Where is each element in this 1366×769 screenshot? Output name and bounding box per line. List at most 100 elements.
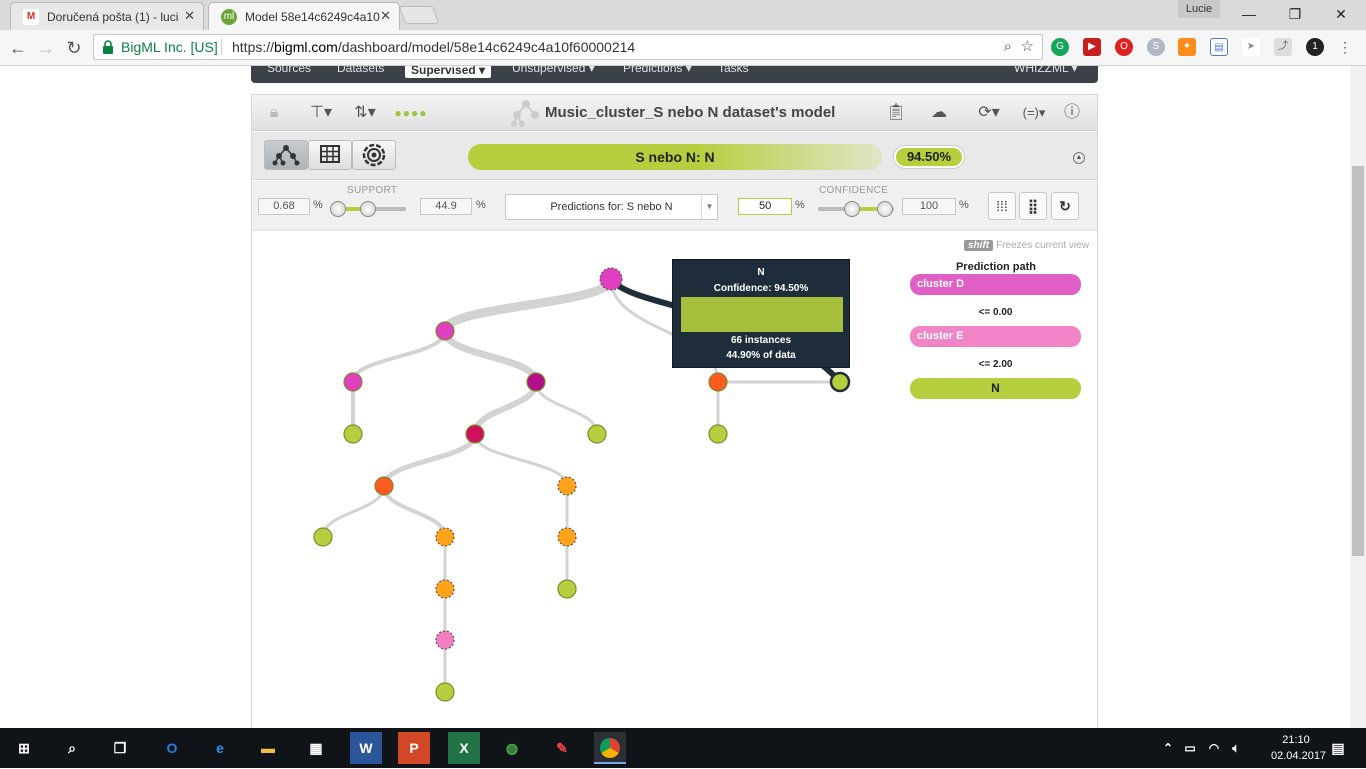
scrollbar-thumb[interactable]: [1352, 166, 1364, 556]
model-title: Music_cluster_S nebo N dataset's model: [545, 104, 836, 121]
file-explorer-icon[interactable]: ▬: [261, 740, 275, 756]
tree-node[interactable]: [435, 527, 455, 547]
reset-button[interactable]: ↻: [1051, 192, 1079, 220]
grammarly-icon[interactable]: G: [1051, 38, 1069, 56]
close-icon[interactable]: ✕: [380, 8, 391, 23]
reload-icon[interactable]: ↻: [66, 38, 82, 58]
nav-supervised[interactable]: Supervised ▾: [405, 66, 492, 78]
forward-arrow-icon[interactable]: →: [37, 38, 55, 58]
sort-icon[interactable]: ⇅▾: [354, 104, 376, 121]
cloud-download-icon[interactable]: ☁︎: [931, 104, 947, 121]
lock-icon[interactable]: 🔒︎: [269, 104, 279, 121]
evaluate-icon[interactable]: (=)▾: [1022, 105, 1046, 120]
zoom-icon[interactable]: ⌕: [1003, 38, 1012, 55]
tree-node[interactable]: [587, 424, 607, 444]
path-step-cluster-e[interactable]: cluster E: [910, 326, 1081, 347]
minimize-icon[interactable]: —: [1242, 6, 1256, 22]
node-layout-button[interactable]: ⁞⁞⁞: [988, 192, 1016, 220]
nav-tasks[interactable]: Tasks: [718, 66, 749, 75]
docs-icon[interactable]: ▤: [1210, 38, 1228, 56]
tree-node[interactable]: [374, 476, 394, 496]
search-icon[interactable]: ⌕: [68, 740, 76, 756]
more-dots-icon[interactable]: ●●●●: [394, 106, 428, 120]
window-close-icon[interactable]: ✕: [1335, 6, 1347, 22]
word-icon[interactable]: W: [350, 732, 382, 764]
confidence-min-handle[interactable]: [844, 201, 860, 217]
nav-whizzml[interactable]: WHIZZML ▾: [1014, 66, 1078, 75]
nav-predictions[interactable]: Predictions ▾: [623, 66, 692, 75]
tree-node[interactable]: [435, 630, 455, 650]
path-step-cluster-d[interactable]: cluster D: [910, 274, 1081, 295]
profile-badge[interactable]: Lucie: [1178, 0, 1220, 18]
predictions-for-select[interactable]: Predictions for: S nebo N▼: [505, 194, 718, 220]
tree-node[interactable]: [343, 424, 363, 444]
confidence-min-input[interactable]: 50: [738, 198, 792, 215]
restore-icon[interactable]: ❐: [1288, 6, 1302, 22]
chrome-icon[interactable]: [594, 732, 626, 764]
tree-layout-icon[interactable]: ⊤▾: [310, 104, 332, 121]
support-min-input[interactable]: 0.68: [258, 198, 310, 215]
table-view-button[interactable]: [308, 140, 352, 170]
tree-node[interactable]: [829, 371, 851, 393]
edge-icon[interactable]: e: [216, 740, 224, 756]
tree-node[interactable]: [557, 476, 577, 496]
confidence-max-input[interactable]: 100: [902, 198, 956, 215]
confidence-max-handle[interactable]: [877, 201, 893, 217]
notification-icon[interactable]: 1: [1306, 38, 1324, 56]
battery-icon[interactable]: ▭: [1184, 741, 1196, 755]
tree-node[interactable]: [465, 424, 485, 444]
support-max-handle[interactable]: [360, 201, 376, 217]
paint-icon[interactable]: ✎: [556, 740, 568, 756]
powerpoint-icon[interactable]: P: [398, 732, 430, 764]
outlook-icon[interactable]: O: [166, 740, 178, 756]
nav-datasets[interactable]: Datasets: [337, 66, 385, 75]
node-grid-button[interactable]: ⣿: [1019, 192, 1047, 220]
tree-node[interactable]: [599, 267, 623, 291]
new-tab-button[interactable]: [398, 6, 440, 24]
clipboard-icon[interactable]: 📋︎: [885, 104, 907, 121]
bookmark-star-icon[interactable]: ☆: [1020, 38, 1034, 55]
close-icon[interactable]: ✕: [184, 8, 195, 23]
nav-unsupervised[interactable]: Unsupervised ▾: [512, 66, 595, 75]
tree-node[interactable]: [435, 682, 455, 702]
excel-icon[interactable]: X: [448, 732, 480, 764]
tree-node[interactable]: [708, 372, 728, 392]
info-icon[interactable]: ⓘ: [1063, 104, 1080, 121]
tree-view-button[interactable]: [264, 140, 308, 170]
tab-bigml-model[interactable]: ml Model 58e14c6249c4a10 ✕: [208, 2, 400, 30]
tree-node[interactable]: [708, 424, 728, 444]
tree-node[interactable]: [526, 372, 546, 392]
tree-node[interactable]: [557, 527, 577, 547]
tree-node[interactable]: [435, 579, 455, 599]
address-bar[interactable]: BigML Inc. [US] https://bigml.com/dashbo…: [93, 34, 1043, 60]
task-view-icon[interactable]: ❐: [113, 740, 127, 756]
network-app-icon[interactable]: ◍: [505, 740, 519, 756]
wifi-icon[interactable]: ◠: [1208, 741, 1220, 755]
back-arrow-icon[interactable]: ←: [9, 38, 27, 58]
tree-node[interactable]: [557, 579, 577, 599]
actions-icon[interactable]: ⟳▾: [978, 104, 1000, 121]
support-max-input[interactable]: 44.9: [420, 198, 472, 215]
calculator-icon[interactable]: ▦: [309, 740, 323, 756]
menu-icon[interactable]: ⋮: [1338, 39, 1352, 55]
tree-node[interactable]: [313, 527, 333, 547]
support-min-handle[interactable]: [330, 201, 346, 217]
pdf-icon[interactable]: ⤴: [1274, 38, 1292, 56]
action-center-icon[interactable]: ▤: [1331, 740, 1345, 756]
tab-gmail[interactable]: M Doručená pošta (1) - luci ✕: [10, 2, 204, 30]
collapse-icon[interactable]: ▲: [1073, 152, 1085, 164]
send-icon[interactable]: ➤: [1242, 38, 1260, 56]
tree-node[interactable]: [435, 321, 455, 341]
nav-sources[interactable]: Sources: [267, 66, 312, 75]
path-step-prediction[interactable]: N: [910, 378, 1081, 399]
windows-start-icon[interactable]: ⊞: [18, 740, 30, 756]
skype-icon[interactable]: S: [1147, 38, 1165, 56]
sunburst-view-button[interactable]: [352, 140, 396, 170]
extension-icon[interactable]: ✦: [1178, 38, 1196, 56]
volume-mute-icon[interactable]: 🔈︎: [1232, 741, 1240, 755]
tree-node[interactable]: [343, 372, 363, 392]
video-ext-icon[interactable]: ▶: [1083, 38, 1101, 56]
opera-icon[interactable]: O: [1115, 38, 1133, 56]
tray-chevron-icon[interactable]: ⌃: [1162, 741, 1174, 755]
